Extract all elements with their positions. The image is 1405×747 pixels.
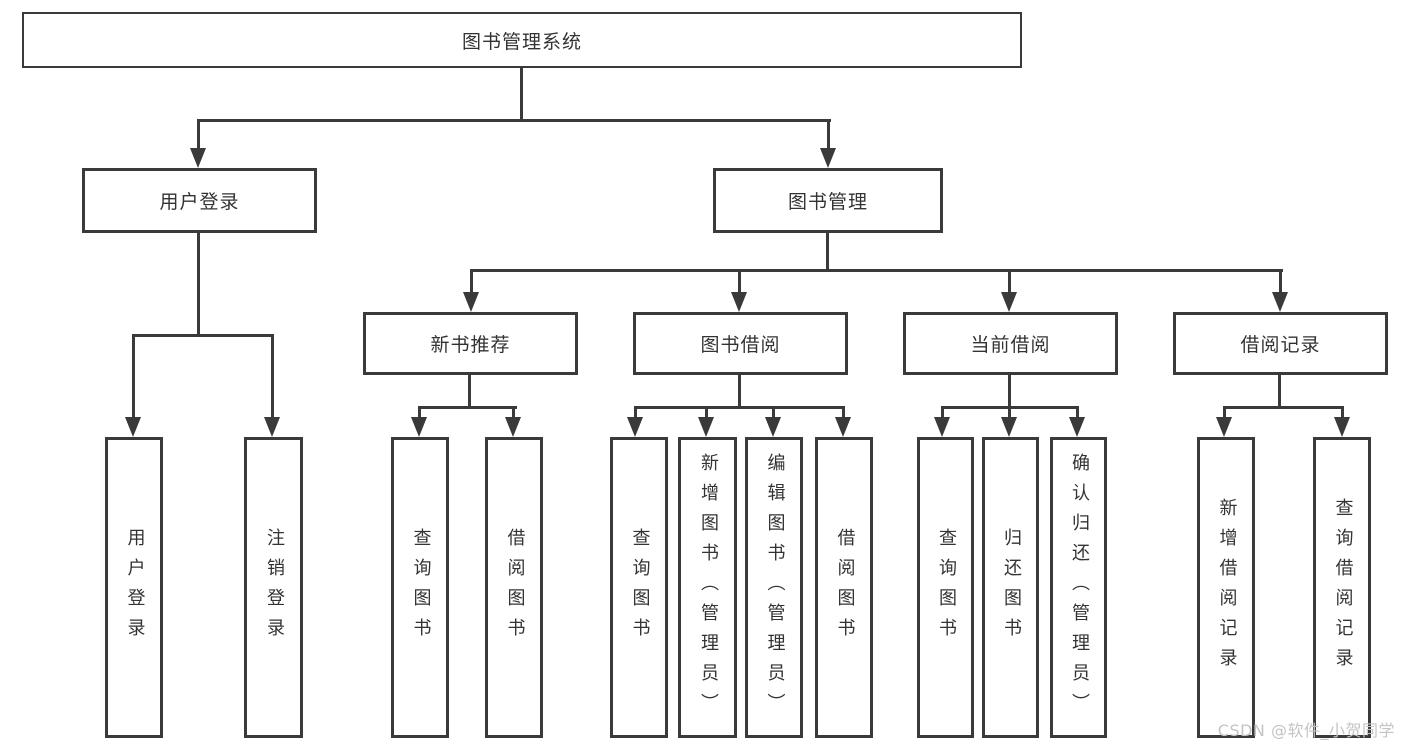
arrow-down-icon (463, 292, 479, 312)
connector-line (1279, 269, 1282, 293)
node-user-login: 用户登录 (82, 168, 317, 233)
leaf-add-book-admin: 新增图书（管理员） (678, 437, 737, 738)
connector-line (1341, 406, 1344, 419)
arrow-down-icon (505, 417, 521, 437)
arrow-down-icon (190, 148, 206, 168)
node-book-management: 图书管理 (713, 168, 943, 233)
leaf-label: 归还图书 (1000, 527, 1022, 648)
leaf-return-book: 归还图书 (982, 437, 1039, 738)
connector-line (634, 406, 845, 409)
node-book-borrow: 图书借阅 (633, 312, 848, 375)
leaf-query-books-borrow: 查询图书 (610, 437, 668, 738)
connector-line (941, 406, 944, 419)
arrow-down-icon (731, 292, 747, 312)
arrow-down-icon (1216, 417, 1232, 437)
connector-line (1076, 406, 1079, 419)
arrow-down-icon (264, 417, 280, 437)
connector-line (470, 269, 1283, 272)
leaf-label: 用户登录 (124, 527, 146, 648)
connector-line (512, 406, 515, 419)
leaf-confirm-return-admin: 确认归还（管理员） (1050, 437, 1107, 738)
arrow-down-icon (934, 417, 950, 437)
arrow-down-icon (1069, 417, 1085, 437)
connector-line (1008, 375, 1011, 409)
connector-line (842, 406, 845, 419)
node-new-book-recommend: 新书推荐 (363, 312, 578, 375)
leaf-label: 编辑图书（管理员） (764, 452, 786, 723)
leaf-label: 查询图书 (935, 527, 957, 648)
leaf-query-books-recommend: 查询图书 (391, 437, 449, 738)
arrow-down-icon (411, 417, 427, 437)
connector-line (1223, 406, 1226, 419)
leaf-label: 查询借阅记录 (1332, 497, 1354, 678)
arrow-down-icon (765, 417, 781, 437)
arrow-down-icon (698, 417, 714, 437)
leaf-logout: 注销登录 (244, 437, 303, 738)
leaf-add-borrow-record: 新增借阅记录 (1197, 437, 1255, 738)
connector-line (468, 375, 471, 409)
leaf-borrow-books-borrow: 借阅图书 (815, 437, 873, 738)
connector-line (772, 406, 775, 419)
arrow-down-icon (820, 148, 836, 168)
arrow-down-icon (1001, 417, 1017, 437)
connector-line (1008, 406, 1011, 419)
leaf-label: 确认归还（管理员） (1068, 452, 1090, 723)
connector-line (271, 334, 274, 418)
connector-line (1008, 269, 1011, 293)
arrow-down-icon (1272, 292, 1288, 312)
leaf-user-login: 用户登录 (105, 437, 163, 738)
leaf-label: 借阅图书 (504, 527, 526, 648)
connector-line (197, 119, 831, 122)
connector-line (826, 233, 829, 272)
connector-line (132, 334, 274, 337)
arrow-down-icon (1001, 292, 1017, 312)
connector-line (470, 269, 473, 293)
leaf-borrow-books-recommend: 借阅图书 (485, 437, 543, 738)
arrow-down-icon (835, 417, 851, 437)
leaf-edit-book-admin: 编辑图书（管理员） (745, 437, 803, 738)
node-borrow-records: 借阅记录 (1173, 312, 1388, 375)
connector-line (827, 119, 830, 150)
connector-line (634, 406, 637, 419)
leaf-label: 注销登录 (263, 527, 285, 648)
connector-line (1278, 375, 1281, 409)
connector-line (705, 406, 708, 419)
leaf-label: 查询图书 (410, 527, 432, 648)
node-root: 图书管理系统 (22, 12, 1022, 68)
arrow-down-icon (627, 417, 643, 437)
leaf-query-books-current: 查询图书 (917, 437, 974, 738)
leaf-label: 新增图书（管理员） (697, 452, 719, 723)
connector-line (738, 375, 741, 409)
arrow-down-icon (1334, 417, 1350, 437)
leaf-label: 查询图书 (629, 527, 651, 648)
connector-line (418, 406, 517, 409)
csdn-watermark: CSDN @软件_小贺同学 (1217, 721, 1395, 740)
leaf-label: 新增借阅记录 (1216, 497, 1238, 678)
connector-line (418, 406, 421, 419)
connector-line (197, 233, 200, 337)
leaf-query-borrow-record: 查询借阅记录 (1313, 437, 1371, 738)
connector-line (520, 67, 523, 119)
connector-line (132, 334, 135, 418)
leaf-label: 借阅图书 (834, 527, 856, 648)
node-current-borrow: 当前借阅 (903, 312, 1118, 375)
arrow-down-icon (125, 417, 141, 437)
connector-line (197, 119, 200, 150)
connector-line (738, 269, 741, 293)
connector-line (1223, 406, 1344, 409)
